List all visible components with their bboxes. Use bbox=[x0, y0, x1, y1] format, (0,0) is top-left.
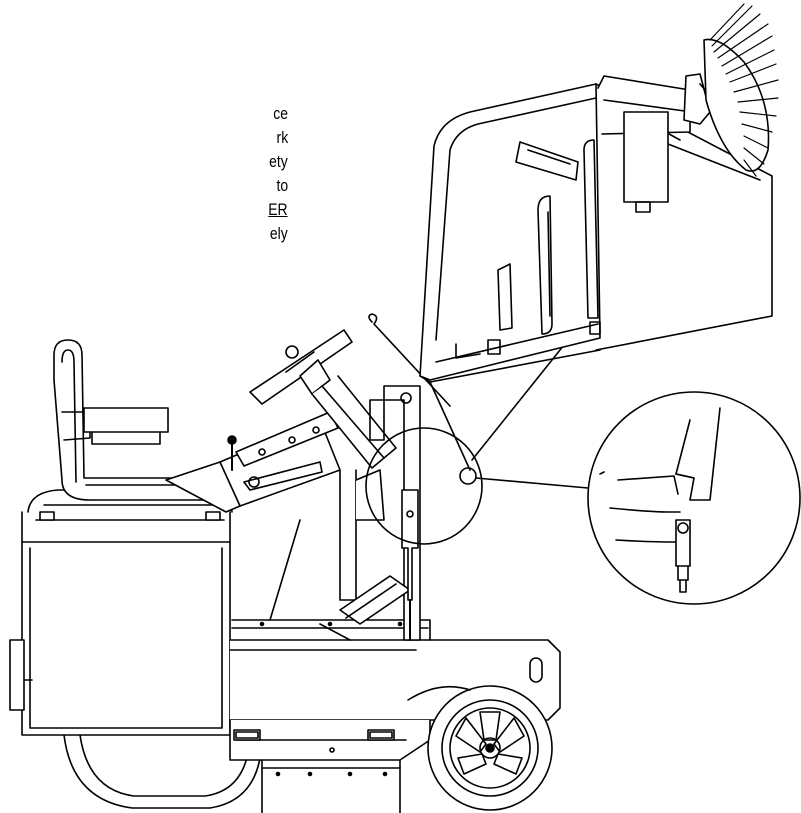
brush-housing bbox=[598, 76, 760, 212]
caption-line-5: ER bbox=[268, 200, 288, 219]
caption-line-1: ce bbox=[273, 104, 288, 123]
rear-wheel bbox=[64, 735, 262, 808]
caption-line-2: rk bbox=[276, 128, 288, 147]
hopper bbox=[420, 84, 772, 470]
steering-assembly bbox=[250, 330, 396, 520]
control-console bbox=[166, 412, 356, 620]
caption-line-3: ety bbox=[269, 152, 288, 171]
side-brush bbox=[684, 4, 778, 176]
side-skirt bbox=[230, 720, 430, 813]
rear-body bbox=[10, 490, 232, 735]
front-wheel bbox=[408, 686, 552, 810]
caption-line-6: ely bbox=[270, 224, 288, 243]
caption-line-4: to bbox=[276, 176, 288, 195]
detail-callout bbox=[366, 392, 800, 604]
